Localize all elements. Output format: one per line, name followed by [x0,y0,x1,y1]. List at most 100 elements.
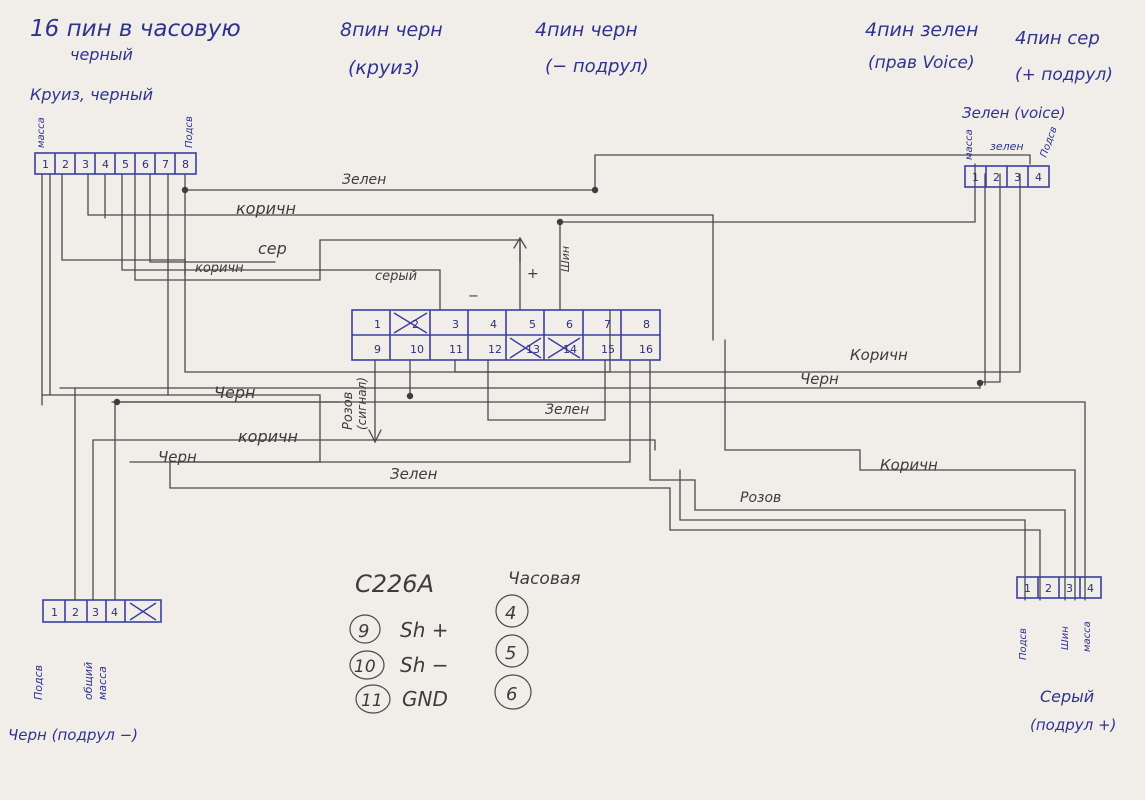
legend-row3-target: 6 [506,684,517,705]
c8-label-podsv: Подсв [184,116,195,148]
junction-right [976,379,984,387]
c16-pin-6: 6 [566,318,573,331]
legend-row3-circle [355,684,391,714]
junction-left [113,398,121,406]
voice-title: Зелен (voice) [962,104,1066,122]
legend-row1-signal: Sh + [400,618,449,642]
c8-pin-6: 6 [142,158,149,171]
label-chern-right: Черн [800,370,839,388]
wire-korichn-top [87,173,714,341]
voice-pin-4: 4 [1035,171,1042,184]
junction-voice [591,186,599,194]
label-rozov-signal-1: Розов [341,392,356,430]
c16-pin-3: 3 [452,318,459,331]
legend-title: C226A [355,570,434,598]
label-korichn-right-1: Коричн [850,346,908,364]
note-4pin-grey-line2: (+ подрул) [1015,65,1113,85]
note-4pin-green-line1: 4пин зелен [865,19,978,41]
label-korichn-right-2: Коричн [880,456,938,474]
voice-label-zelen: зелен [990,140,1024,153]
label-chern-left: Черн [214,383,255,402]
note-4pin-black-line1: 4пин черн [535,19,638,41]
note-cruise-top: Круиз, черный [30,85,153,104]
note-4pin-green-line2: (прав Voice) [868,53,975,73]
lb-label-podsv: Подсв [32,665,45,700]
pin-legend: C226A Часовая 9 Sh + 4 10 Sh − 5 11 GND … [349,569,580,714]
legend-row1-target: 4 [505,603,516,624]
c16-pin-10: 10 [410,343,424,356]
rb-label-massa: масса [1082,621,1093,652]
c8-pin-8: 8 [182,158,189,171]
c16-pin-12: 12 [488,343,502,356]
c16-pin-13: 13 [526,343,540,356]
note-16pin-line1: 16 пин в часовую [30,16,241,42]
lb-pin-4: 4 [111,606,118,619]
legend-row3-pin: 11 [361,691,383,711]
label-seryi: серый [375,269,417,284]
rb-pin-3: 3 [1066,582,1073,595]
wire-zelen-top [184,173,611,373]
c16-pin-11: 11 [449,343,463,356]
junction-zelen [181,186,189,194]
lb-label-massa: масса [96,666,109,700]
voice-pin-2: 2 [993,171,1000,184]
junction-shin [556,218,564,226]
c16-pin-16: 16 [639,343,653,356]
note-16pin-line2: черный [70,45,133,64]
note-8pin-line1: 8пин черн [340,19,443,41]
c16-pin-15: 15 [601,343,615,356]
voice-label-massa: масса [964,129,975,160]
legend-row2-signal: Sh − [400,653,449,677]
legend-row2-circle [349,650,385,680]
c16-pin-14: 14 [563,343,577,356]
legend-row2-target: 5 [505,643,516,664]
note-4pin-grey-line1: 4пин сер [1015,28,1100,49]
legend-row1-circle [349,614,381,644]
legend-row2-pin: 10 [354,657,376,677]
wire-korichn-right-2 [649,359,1066,601]
lb-pin-3: 3 [92,606,99,619]
lb-pin-1: 1 [51,606,58,619]
wire-chern-left-2 [129,359,631,463]
label-zelen-bottom: Зелен [390,465,438,483]
c8-pin-2: 2 [62,158,69,171]
connector-lb-frame [42,599,162,623]
c16-pin-9: 9 [374,343,381,356]
label-zelen-top: Зелен [342,172,386,188]
c16-pin-8: 8 [643,318,650,331]
label-zelen-mid: Зелен [545,402,589,418]
c16-pin-7: 7 [604,318,611,331]
legend-row1-target-circle [495,594,529,628]
rb-pin-2: 2 [1045,582,1052,595]
wire-zelen-mid [487,359,606,421]
legend-title-2: Часовая [508,569,580,589]
wire-rozov [724,339,1076,601]
label-minus-marker: − [468,289,479,304]
connector-left-bottom: 1 2 3 4 Подсв общий масса Черн (подрул −… [8,599,162,744]
voice-pin-1: 1 [972,171,979,184]
c16-pin-1: 1 [374,318,381,331]
wire-shin-voice [559,163,976,223]
c16-pin-5: 5 [529,318,536,331]
lb-label-common: общий [82,662,95,700]
lb-caption: Черн (подрул −) [8,726,138,744]
note-8pin-line2: (круиз) [348,57,420,79]
connector-8pin: 1 2 3 4 5 6 7 8 масса Подсв [34,116,197,175]
wire-seryi [121,173,441,311]
wire-rb-1 [679,469,1026,601]
wire-zelen-bottom [41,394,1041,601]
note-4pin-black-line2: (− подрул) [545,56,649,77]
label-chern-left-2: Черн [158,448,197,466]
legend-row2-target-circle [495,634,529,668]
rb-pin-4: 4 [1087,582,1094,595]
label-plus-marker: + [527,266,539,282]
c8-pin-7: 7 [162,158,169,171]
c8-pin-3: 3 [82,158,89,171]
junction-pin10 [406,392,414,400]
voice-pin-3: 3 [1014,171,1021,184]
c8-pin-1: 1 [42,158,49,171]
arrow-rozov-head [368,429,382,444]
